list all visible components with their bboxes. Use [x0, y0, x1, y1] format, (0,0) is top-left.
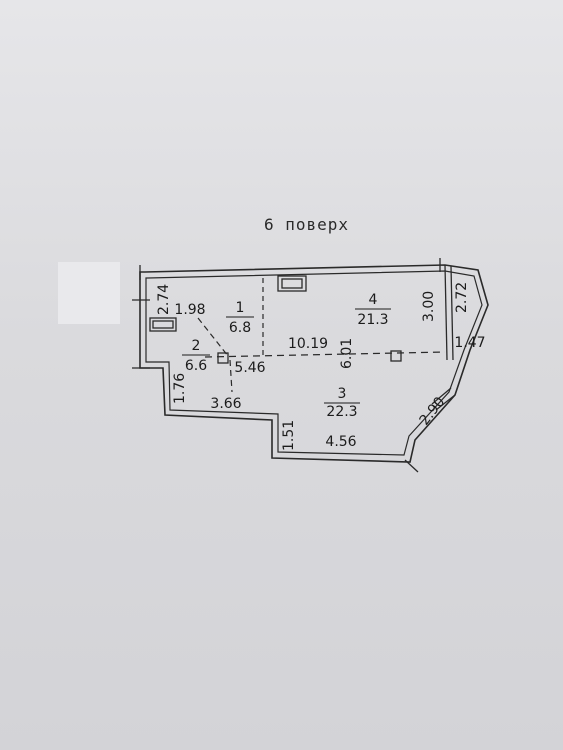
- bay-window: [431, 264, 456, 411]
- room-3-number: 3: [338, 386, 347, 402]
- dim-1-76: 1.76: [172, 373, 188, 404]
- room-4-number: 4: [369, 292, 378, 308]
- dim-3-66: 3.66: [210, 396, 241, 412]
- wall-ticks: [132, 258, 441, 473]
- partitions: [197, 278, 446, 393]
- dim-1-47: 1.47: [454, 335, 485, 351]
- dim-4-56: 4.56: [325, 434, 356, 450]
- room-1-area: 6.8: [229, 320, 251, 336]
- room-4-area: 21.3: [357, 312, 388, 328]
- dim-5-46: 5.46: [234, 360, 265, 376]
- dim-1-98: 1.98: [174, 302, 205, 318]
- vent-box: [277, 275, 307, 292]
- dim-1-51: 1.51: [281, 420, 297, 451]
- room-2-number: 2: [192, 338, 201, 354]
- dim-2-74: 2.74: [156, 284, 172, 315]
- floor-title: 6 поверх: [263, 215, 350, 234]
- room-2-area: 6.6: [185, 358, 207, 374]
- room-labels: 1 6.8 2 6.6 3 22.3 4 21.3: [182, 292, 391, 420]
- wash-basin: [149, 317, 177, 332]
- fixtures: [149, 275, 402, 364]
- dim-10-19: 10.19: [288, 336, 328, 352]
- column-marker-right: [390, 350, 402, 362]
- dim-3-00: 3.00: [421, 291, 437, 322]
- room-3-area: 22.3: [326, 404, 357, 420]
- dim-2-72: 2.72: [454, 282, 470, 313]
- dim-2-90: 2.90: [417, 394, 449, 428]
- column-marker: [217, 352, 229, 364]
- room-1-number: 1: [236, 300, 245, 316]
- dim-6-01: 6.01: [339, 338, 355, 369]
- light-glare: [58, 262, 120, 324]
